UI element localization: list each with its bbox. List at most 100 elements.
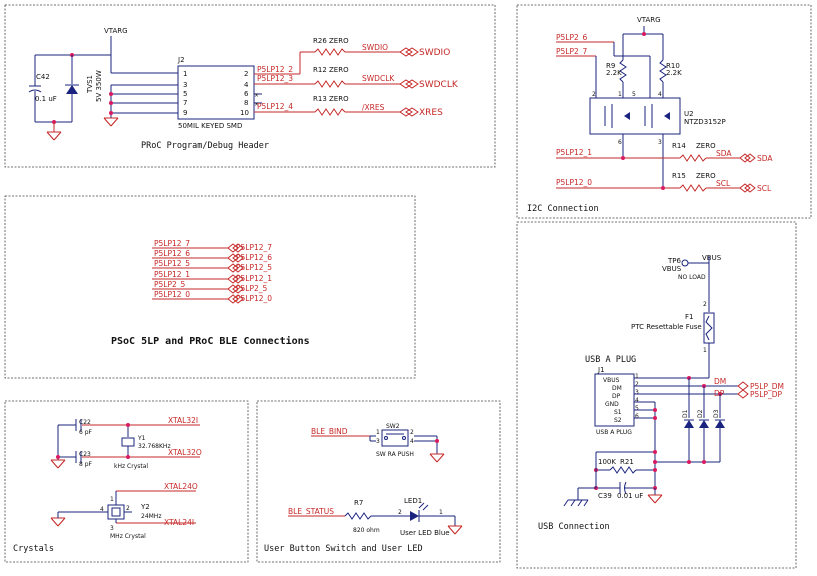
c39-ref: C39: [598, 492, 612, 500]
j2-pin7: 7: [183, 99, 187, 107]
j2-desc: 50MIL KEYED SMD: [178, 122, 242, 130]
j1-num6: 6: [635, 413, 639, 420]
u2-pin5: 5: [632, 91, 636, 98]
j1-num5: 5: [635, 405, 639, 412]
user-button-title: User Button Switch and User LED: [264, 544, 423, 554]
psoc-net-left-2: P5LP12_5: [154, 259, 190, 268]
y2-ref: Y2: [140, 503, 150, 511]
j2-pin6: 6: [244, 90, 249, 98]
j2-pin2: 2: [244, 70, 248, 78]
j1-pin-dp: DP: [612, 393, 621, 400]
r21-value: 100K: [598, 458, 616, 466]
scl-port-label: SCL: [757, 184, 772, 193]
tvs-ref: TVS1: [86, 75, 94, 94]
u2-pin3: 3: [658, 139, 662, 146]
c23-value: 8 pF: [79, 461, 93, 468]
u2-pin2: 2: [592, 91, 596, 98]
psoc-net-right-0: P5LP12_7: [236, 243, 272, 252]
r10-value: 2.2K: [666, 69, 682, 77]
y2-pin4: 4: [100, 506, 104, 513]
i2c-title: I2C Connection: [527, 204, 599, 214]
r14-ref: R14: [672, 142, 686, 150]
swdio-net: SWDIO: [362, 43, 388, 52]
d1-ref: D1: [682, 409, 689, 418]
r10-ref: R10: [666, 62, 680, 70]
psoc-ble-block: P5LP12_7 P5LP12_7 P5LP12_6 P5LP12_6 P5LP…: [111, 239, 310, 347]
y1-value: 32.768KHz: [138, 443, 171, 450]
swdio-port-icon: [399, 47, 419, 57]
u2-pin6: 6: [618, 139, 622, 146]
usb-dm-net: DM: [714, 377, 726, 386]
j1-pin-dm: DM: [612, 385, 622, 392]
psoc-net-left-3: P5LP12_1: [154, 270, 190, 279]
c39-value: 0.01 uF: [617, 492, 643, 500]
u2-package: [589, 97, 681, 135]
r7-ref: R7: [354, 499, 363, 507]
f1-desc: PTC Resettable Fuse: [631, 323, 702, 331]
tp6-ref: TP6: [667, 257, 681, 265]
y1-ref: Y1: [137, 435, 146, 442]
j1-pin-s1: S1: [614, 409, 622, 416]
swdclk-net: SWDCLK: [362, 74, 395, 83]
led-pin2: 2: [398, 509, 402, 516]
psoc-net-right-1: P5LP12_6: [236, 253, 272, 262]
r21-ref: R21: [620, 458, 634, 466]
user-button-frame: [256, 400, 501, 563]
psoc-net-left-1: P5LP12_6: [154, 249, 190, 258]
swdio-port-label: SWDIO: [419, 48, 450, 58]
i2c-p5lp12-1: P5LP12_1: [556, 148, 592, 157]
y2-pin1: 1: [110, 496, 114, 503]
ble-bind-net: BLE_BIND: [311, 427, 348, 436]
j2-pin8: 8: [244, 99, 248, 107]
j2-pin3: 3: [183, 81, 187, 89]
j2-ref: J2: [177, 56, 185, 64]
net-p5lp12-2: P5LP12_2: [257, 65, 293, 74]
usb-title: USB Connection: [538, 522, 610, 532]
psoc-net-left-4: P5LP2_5: [154, 280, 186, 289]
crystals-title: Crystals: [13, 544, 54, 554]
psoc-ble-frame: [4, 195, 416, 379]
j2-pin4: 4: [244, 81, 249, 89]
c22-ref: C22: [79, 419, 91, 426]
dm-port-icon: [737, 381, 749, 391]
f1-ref: F1: [685, 313, 693, 321]
tp6-net: VBUS: [662, 265, 682, 273]
sw2-pin1: 1: [376, 429, 380, 436]
tvs-value: 5V 350W: [95, 70, 103, 102]
sw2-ref: SW2: [386, 423, 400, 430]
sda-port-label: SDA: [757, 154, 773, 163]
j1-num4: 4: [635, 397, 639, 404]
j2-pin1: 1: [183, 70, 187, 78]
r12-label: R12 ZERO: [313, 66, 349, 74]
svg-text:×: ×: [254, 101, 259, 108]
j1-ref: J1: [597, 366, 605, 374]
sw2-pin3: 3: [376, 438, 380, 445]
i2c-p5lp2-7: P5LP2_7: [556, 47, 588, 56]
j2-pin10: 10: [240, 109, 249, 117]
r15-value: ZERO: [696, 172, 716, 180]
net-p5lp12-4: P5LP12_4: [257, 102, 293, 111]
r15-ref: R15: [672, 172, 686, 180]
i2c-scl-net: SCL: [716, 179, 731, 188]
y2-value: 24MHz: [141, 513, 161, 520]
i2c-p5lp12-0: P5LP12_0: [556, 178, 592, 187]
psoc-net-left-5: P5LP12_0: [154, 290, 190, 299]
led-pin1: 1: [439, 509, 443, 516]
u2-pin4: 4: [658, 91, 662, 98]
sw2-desc: SW RA PUSH: [376, 451, 414, 458]
j1-num1: 1: [635, 373, 639, 380]
y2-pin3: 3: [110, 525, 114, 532]
sw2-pin4: 4: [410, 438, 414, 445]
p5lp-dp-label: P5LP_DP: [750, 390, 783, 399]
net-p5lp12-3: P5LP12_3: [257, 74, 293, 83]
vbus-label: VBUS: [702, 254, 722, 262]
tp6-load: NO LOAD: [678, 274, 706, 281]
u2-pin1: 1: [618, 91, 622, 98]
c22-value: 6 pF: [79, 429, 93, 436]
net-row: P5LP2_5 P5LP2_5: [152, 280, 268, 294]
xtal24i-net: XTAL24I: [164, 518, 194, 527]
c23-ref: C23: [79, 451, 91, 458]
d2-ref: D2: [697, 409, 704, 418]
net-row: P5LP12_7 P5LP12_7: [152, 239, 272, 253]
crystals-block: XTAL32I XTAL32O C22 6 pF C23 8 pF Y1 32.…: [13, 416, 202, 554]
